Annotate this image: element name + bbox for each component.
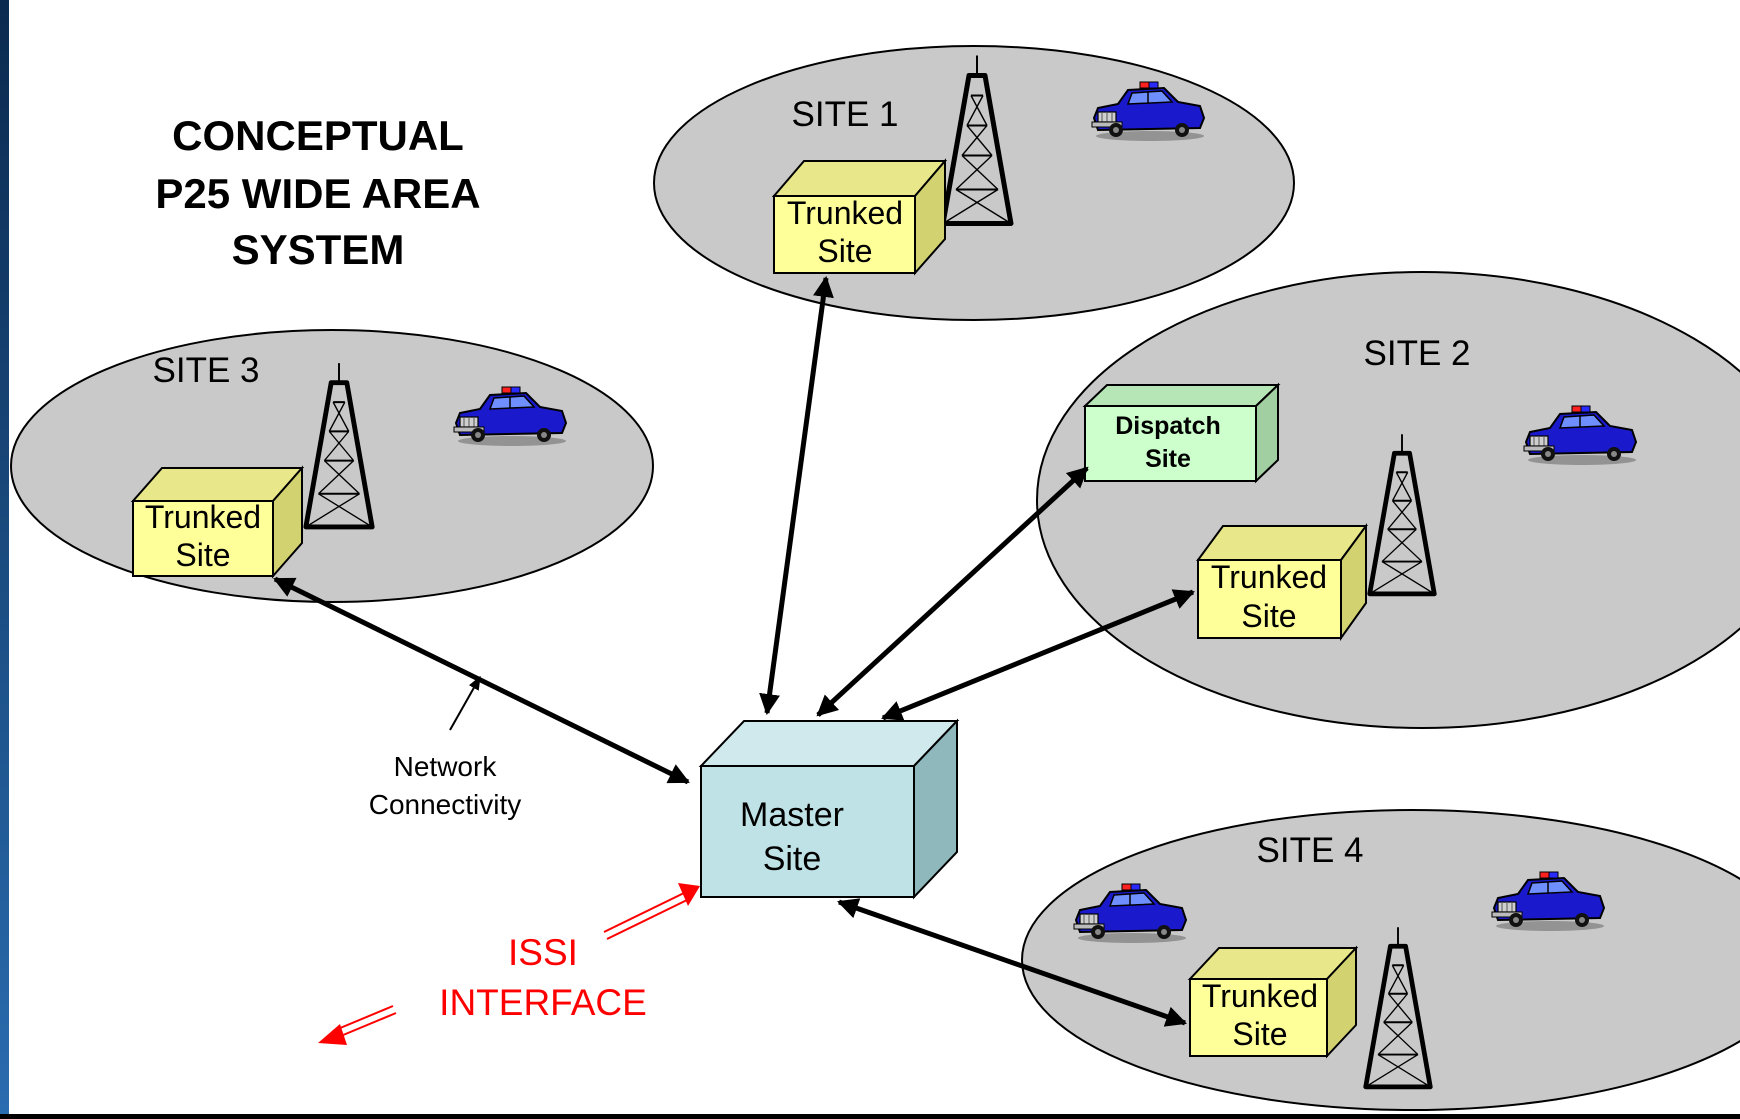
master-site-box: Master Site (698, 718, 960, 900)
diagram-title-line1: CONCEPTUAL (172, 112, 464, 159)
diagram-title-line2: P25 WIDE AREA (155, 170, 480, 217)
site3-trunked-label-line2: Site (175, 537, 230, 573)
site2-trunked-box: Trunked Site (1196, 522, 1368, 642)
network-label-line1: Network (394, 751, 498, 782)
site3-trunked-box: Trunked Site (130, 465, 305, 579)
site1-ellipse (653, 45, 1295, 321)
link-site2-trunked-master (881, 589, 1195, 721)
site1-trunked-label-line2: Site (817, 233, 872, 269)
link-site4-trunked-master (837, 898, 1187, 1027)
site4-trunked-box: Trunked Site (1187, 945, 1359, 1059)
site2-trunked-label-line2: Site (1241, 598, 1296, 634)
site4-trunked-label-line2: Site (1232, 1016, 1287, 1052)
diagram-title-line3: SYSTEM (232, 226, 405, 273)
site2-label: SITE 2 (1364, 334, 1471, 373)
link-site3-master (273, 576, 690, 785)
link-site1-master (759, 275, 834, 716)
site1-trunked-box: Trunked Site (771, 158, 948, 276)
site2-dispatch-box: Dispatch Site (1082, 382, 1281, 484)
site3-label: SITE 3 (153, 351, 260, 390)
site1-trunked-label-line1: Trunked (787, 195, 903, 231)
network-label-line2: Connectivity (369, 789, 522, 820)
site2-trunked-label-line1: Trunked (1211, 559, 1327, 595)
issi-arrow-upper (603, 883, 700, 940)
issi-label-line1: ISSI (508, 932, 578, 973)
master-site-label-line1: Master (740, 796, 844, 834)
issi-arrow-lower (318, 1005, 397, 1045)
master-site-label-line2: Site (763, 840, 822, 878)
site3-trunked-label-line1: Trunked (145, 499, 261, 535)
site4-label: SITE 4 (1257, 831, 1364, 870)
site2-dispatch-label-line2: Site (1145, 445, 1191, 473)
site1-label: SITE 1 (792, 95, 899, 134)
site3-ellipse (10, 329, 654, 603)
network-links (273, 275, 1195, 1027)
site2-dispatch-label-line1: Dispatch (1115, 412, 1221, 440)
site4-trunked-label-line1: Trunked (1202, 978, 1318, 1014)
network-callout-pointer (449, 675, 481, 731)
issi-label-line2: INTERFACE (439, 982, 647, 1023)
frame-left-edge (0, 0, 9, 1114)
